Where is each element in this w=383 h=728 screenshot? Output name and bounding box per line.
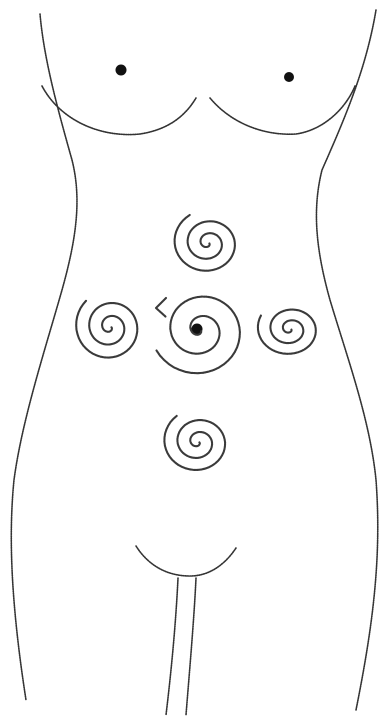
upper-abdomen-spiral (175, 215, 235, 271)
central-navel-spiral (157, 297, 240, 374)
left-inner-thigh-line (166, 578, 178, 715)
left-body-contour (11, 14, 77, 700)
right-nipple (284, 72, 294, 82)
left-breast-curve (42, 86, 196, 135)
massage-spirals (76, 215, 316, 470)
pubic-curve (136, 546, 236, 576)
right-inner-thigh-line (186, 578, 196, 715)
left-nipple (116, 65, 127, 76)
right-abdomen-spiral (258, 310, 316, 354)
torso-outline (11, 10, 377, 715)
left-abdomen-spiral (76, 301, 137, 358)
right-breast-curve (210, 86, 355, 134)
right-body-contour (316, 10, 377, 710)
direction-arrow-icon (156, 298, 166, 317)
lower-abdomen-spiral (164, 416, 225, 470)
